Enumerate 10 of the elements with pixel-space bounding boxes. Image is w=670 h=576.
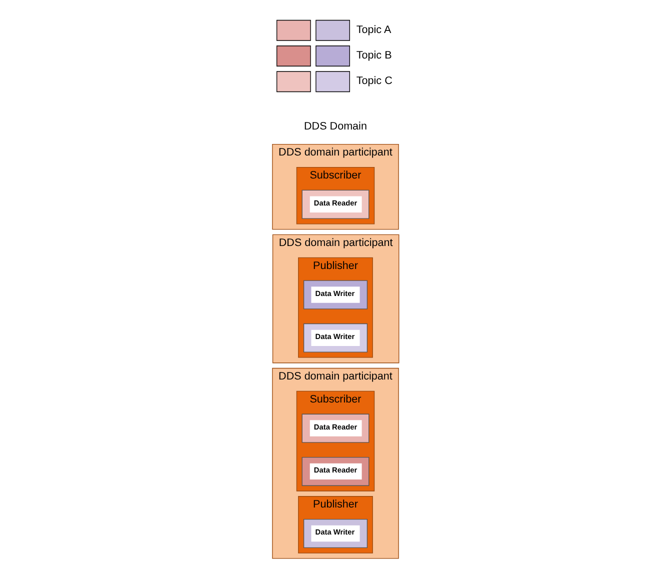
node-box: Data Writer	[302, 280, 368, 310]
node-box: Data Reader	[301, 414, 369, 443]
legend-label: Topic B	[356, 50, 392, 62]
node-box: Data Writer	[302, 323, 368, 352]
node-box: Data Reader	[301, 456, 369, 486]
node-box: Data Writer	[302, 518, 368, 548]
legend-label: Topic A	[356, 24, 391, 36]
legend-label: Topic C	[356, 75, 392, 88]
node-box: Data Reader	[301, 190, 369, 219]
label: DDS Domain	[304, 120, 366, 132]
